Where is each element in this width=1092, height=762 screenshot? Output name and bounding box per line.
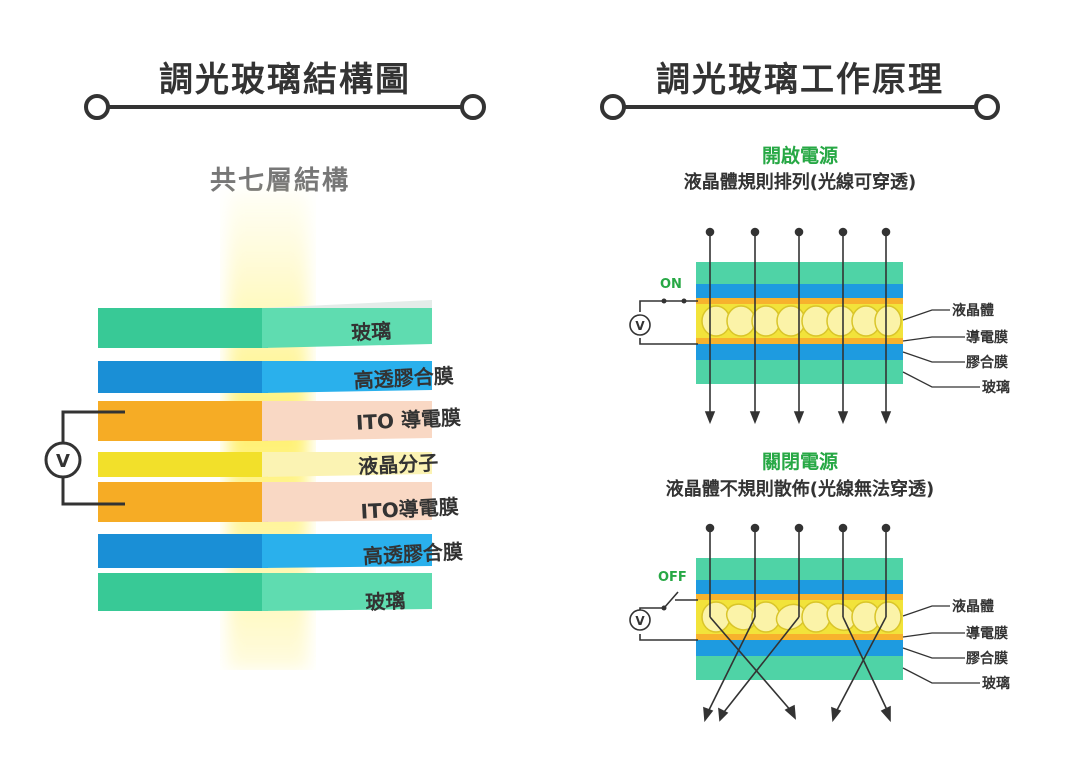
layer-label-film-top: 高透膠合膜 bbox=[353, 364, 454, 393]
layer-ito-top bbox=[98, 401, 432, 441]
layer-label-liquid-crystal: 液晶分子 bbox=[358, 450, 439, 478]
off-label-conductive-film: 導電膜 bbox=[966, 625, 1008, 642]
layer-ito-bottom bbox=[98, 482, 432, 522]
on-state-description: 液晶體規則排列(光線可穿透) bbox=[683, 172, 917, 193]
layer-label-glass-bottom: 玻璃 bbox=[365, 588, 406, 614]
on-label-conductive-film: 導電膜 bbox=[966, 329, 1008, 346]
off-voltmeter-symbol: V bbox=[635, 614, 645, 628]
on-state-diagram: ON V 液晶體 導電膜 膠合膜 玻璃 bbox=[629, 227, 1010, 425]
on-label-liquid-crystal: 液晶體 bbox=[952, 302, 994, 319]
layer-glass-bottom bbox=[98, 573, 432, 611]
on-label-laminating-film: 膠合膜 bbox=[966, 354, 1008, 371]
off-label-laminating-film: 膠合膜 bbox=[966, 650, 1008, 667]
off-state-title: 關閉電源 bbox=[761, 451, 838, 473]
layer-structure-diagram: V 玻璃 高透膠合膜 ITO 導電膜 液晶分子 ITO導電膜 高透膠合膜 玻璃 bbox=[44, 190, 464, 670]
layer-glass-top bbox=[98, 300, 432, 348]
layer-film-top bbox=[98, 361, 432, 393]
off-label-glass: 玻璃 bbox=[982, 675, 1010, 692]
structure-title-divider bbox=[84, 94, 486, 120]
on-voltmeter-symbol: V bbox=[635, 319, 645, 333]
off-state-diagram: OFF V 液晶體 導電膜 膠合膜 玻璃 bbox=[629, 523, 1010, 723]
layer-label-glass-top: 玻璃 bbox=[351, 319, 392, 345]
principle-title: 調光玻璃工作原理 bbox=[656, 60, 944, 100]
on-switch-label: ON bbox=[660, 277, 682, 292]
voltmeter-symbol: V bbox=[56, 451, 70, 472]
layer-film-bottom bbox=[98, 534, 432, 568]
off-label-liquid-crystal: 液晶體 bbox=[952, 598, 994, 615]
off-switch-label: OFF bbox=[658, 570, 687, 585]
layer-liquid-crystal bbox=[98, 452, 432, 477]
off-state-description: 液晶體不規則散佈(光線無法穿透) bbox=[665, 479, 935, 500]
principle-title-divider bbox=[600, 94, 1000, 120]
layer-label-ito-top: ITO 導電膜 bbox=[355, 405, 461, 434]
on-label-glass: 玻璃 bbox=[982, 379, 1010, 396]
voltage-circuit bbox=[44, 410, 125, 506]
layer-label-film-bottom: 高透膠合膜 bbox=[362, 539, 463, 568]
layer-label-ito-bottom: ITO導電膜 bbox=[360, 494, 459, 523]
on-state-title: 開啟電源 bbox=[761, 145, 838, 167]
structure-title: 調光玻璃結構圖 bbox=[159, 60, 411, 100]
